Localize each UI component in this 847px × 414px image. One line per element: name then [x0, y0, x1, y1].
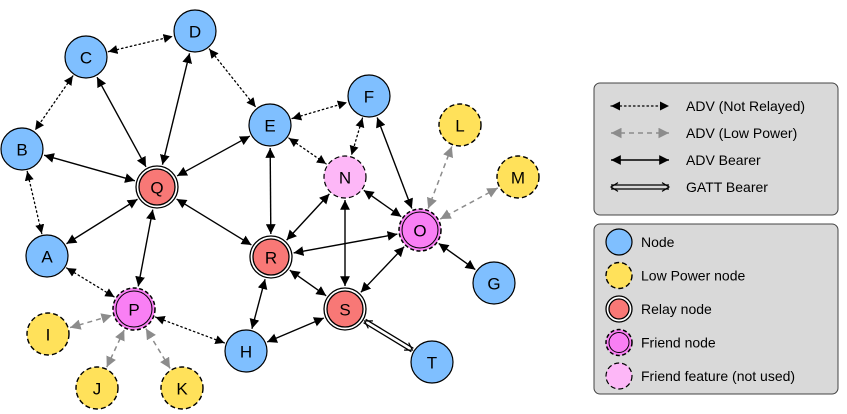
edge-e-r: [265, 147, 276, 235]
node-b-label: B: [16, 141, 27, 160]
node-p: P: [112, 287, 156, 331]
edge-f-o: [376, 117, 413, 209]
node-m-label: M: [511, 169, 525, 188]
node-c-label: C: [80, 49, 92, 68]
edge-s-t: [363, 318, 414, 353]
node-a: A: [25, 234, 69, 278]
node-l-label: L: [455, 117, 464, 136]
edge-r-n: [286, 193, 330, 241]
legend-edge-label-adv-not-relayed: ADV (Not Relayed): [686, 98, 805, 114]
edge-n-o: [363, 189, 402, 218]
node-q: Q: [135, 165, 179, 209]
node-r-label: R: [265, 249, 277, 268]
node-d-label: D: [189, 23, 201, 42]
node-b: B: [0, 127, 44, 171]
legend-edge-label-adv-low-power: ADV (Low Power): [686, 125, 797, 141]
node-t-label: T: [427, 354, 437, 373]
node-j-label: J: [93, 380, 102, 399]
edge-r-h: [249, 279, 268, 329]
node-g-label: G: [487, 275, 500, 294]
edge-m-o: [439, 187, 499, 220]
node-s: S: [323, 287, 367, 331]
node-f: F: [347, 74, 391, 118]
edge-o-g: [438, 242, 476, 271]
node-n: N: [323, 155, 367, 199]
legend-edge-label-adv-bearer: ADV Bearer: [686, 152, 761, 168]
legend-edge-box: [593, 82, 839, 216]
edge-q-c: [96, 76, 147, 168]
legend-swatch-node: [605, 228, 633, 256]
edges-layer: [24, 34, 499, 369]
edge-i-p: [69, 313, 113, 330]
node-e-label: E: [264, 117, 275, 136]
edge-a-p: [65, 267, 116, 298]
legend: ADV (Not Relayed) ADV (Low Power) ADV Bear…: [593, 82, 839, 395]
node-k-label: K: [176, 380, 188, 399]
edge-b-a: [24, 170, 45, 235]
legend-node-label-low-power: Low Power node: [641, 268, 746, 284]
edge-r-s: [289, 269, 327, 297]
edge-o-s: [360, 246, 405, 293]
node-q-label: Q: [150, 179, 163, 198]
node-j: J: [75, 366, 119, 410]
edge-f-n: [349, 117, 365, 156]
edge-k-p: [145, 328, 171, 369]
legend-edge-label-gatt-bearer: GATT Bearer: [686, 179, 768, 195]
legend-swatch-friend: [605, 328, 633, 357]
legend-node-label-node: Node: [641, 234, 675, 250]
node-n-label: N: [339, 169, 351, 188]
edge-q-e: [176, 135, 251, 177]
edge-q-d: [160, 53, 192, 165]
node-h: H: [224, 329, 268, 373]
edge-p-h: [154, 316, 226, 344]
edge-q-p: [135, 209, 156, 287]
node-o-label: O: [413, 222, 426, 241]
node-g: G: [472, 261, 516, 305]
edge-j-p: [106, 329, 125, 368]
node-f-label: F: [364, 88, 374, 107]
edge-c-b: [34, 75, 74, 131]
edge-e-f: [291, 100, 348, 121]
node-s-label: S: [339, 301, 350, 320]
node-i: I: [26, 312, 70, 356]
edge-l-o: [427, 146, 453, 209]
legend-swatch-low-power: [605, 261, 633, 290]
node-i-label: I: [46, 326, 51, 345]
edge-d-e: [208, 48, 257, 108]
node-t: T: [410, 340, 454, 384]
node-r: R: [249, 235, 293, 279]
nodes-layer: A B C D E F G H T I J K L M Q R S P O N: [0, 9, 540, 410]
legend-node-label-friend: Friend node: [641, 335, 716, 351]
edge-q-a: [66, 198, 138, 245]
legend-node-label-relay: Relay node: [641, 301, 712, 317]
node-o: O: [398, 208, 442, 252]
legend-node-box: [593, 223, 839, 395]
edge-q-b: [43, 153, 136, 183]
node-l: L: [438, 103, 482, 147]
node-k: K: [160, 366, 204, 410]
edge-q-r: [176, 198, 252, 246]
node-c: C: [64, 35, 108, 79]
edge-s-h: [266, 317, 325, 343]
node-a-label: A: [41, 248, 53, 267]
legend-node-label-friend-unused: Friend feature (not used): [641, 368, 795, 384]
node-m: M: [496, 155, 540, 199]
node-e: E: [248, 103, 292, 147]
edge-e-n: [288, 137, 327, 165]
legend-swatch-friend-unused: [605, 362, 633, 390]
node-d: D: [173, 9, 217, 53]
legend-edge-gatt-bearer: [609, 182, 671, 192]
node-h-label: H: [240, 343, 252, 362]
edge-c-d: [107, 34, 174, 54]
node-p-label: P: [128, 301, 139, 320]
legend-edge-items: ADV (Not Relayed) ADV (Low Power) ADV Bear…: [609, 98, 805, 195]
legend-swatch-relay: [605, 295, 633, 323]
